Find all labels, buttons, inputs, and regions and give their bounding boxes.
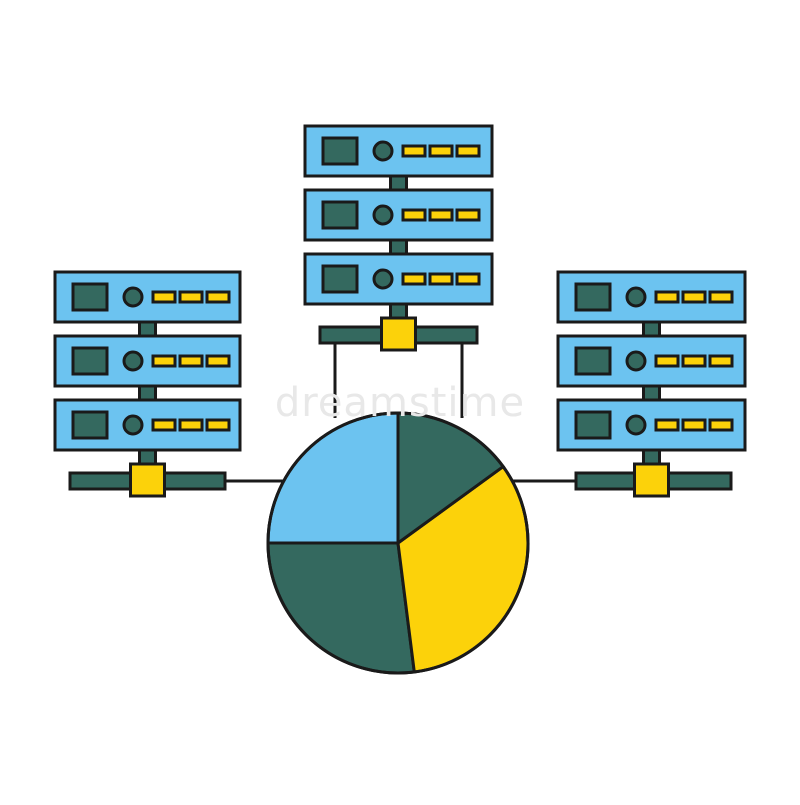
status-light-icon: [401, 272, 427, 286]
server-rack-icon: [53, 270, 242, 498]
status-light-icon: [455, 272, 481, 286]
power-button-icon: [372, 204, 394, 226]
server-unit: [53, 398, 242, 452]
status-light-icon: [428, 272, 454, 286]
drive-bay-icon: [71, 410, 109, 440]
status-light-icon: [654, 290, 680, 304]
status-light-icon: [178, 354, 204, 368]
drive-bay-icon: [574, 282, 612, 312]
power-button-icon: [122, 286, 144, 308]
power-button-icon: [122, 414, 144, 436]
connector-block-icon: [633, 462, 670, 498]
power-button-icon: [625, 350, 647, 372]
pie-chart-icon: [266, 411, 530, 675]
status-light-icon: [205, 354, 231, 368]
status-light-icon: [178, 290, 204, 304]
drive-bay-icon: [321, 200, 359, 230]
power-button-icon: [372, 140, 394, 162]
server-unit: [53, 270, 242, 324]
status-light-icon: [428, 144, 454, 158]
status-light-icon: [151, 290, 177, 304]
drive-bay-icon: [574, 346, 612, 376]
status-light-icon: [708, 354, 734, 368]
status-light-icon: [205, 418, 231, 432]
status-light-icon: [681, 354, 707, 368]
server-unit: [53, 334, 242, 388]
status-light-icon: [708, 290, 734, 304]
server-unit: [303, 188, 494, 242]
status-light-icon: [681, 290, 707, 304]
drive-bay-icon: [321, 264, 359, 294]
status-light-icon: [151, 418, 177, 432]
power-button-icon: [372, 268, 394, 290]
status-light-icon: [654, 354, 680, 368]
power-button-icon: [625, 414, 647, 436]
power-button-icon: [122, 350, 144, 372]
server-unit: [303, 252, 494, 306]
server-rack-icon: [303, 124, 494, 352]
server-unit: [556, 398, 747, 452]
status-light-icon: [178, 418, 204, 432]
connector-block-icon: [129, 462, 166, 498]
pie-outline: [266, 411, 530, 675]
status-light-icon: [654, 418, 680, 432]
pie-slice-2: [266, 541, 416, 675]
server-rack-icon: [556, 270, 747, 498]
status-light-icon: [151, 354, 177, 368]
drive-bay-icon: [71, 346, 109, 376]
server-unit: [303, 124, 494, 178]
status-light-icon: [455, 144, 481, 158]
status-light-icon: [205, 290, 231, 304]
server-racks: [53, 124, 747, 498]
status-light-icon: [708, 418, 734, 432]
power-button-icon: [625, 286, 647, 308]
connector-block-icon: [380, 316, 417, 352]
watermark-text: dreamstime: [274, 380, 526, 426]
drive-bay-icon: [321, 136, 359, 166]
server-unit: [556, 334, 747, 388]
drive-bay-icon: [71, 282, 109, 312]
drive-bay-icon: [574, 410, 612, 440]
pie-slice-1: [266, 411, 400, 545]
status-light-icon: [401, 144, 427, 158]
status-light-icon: [401, 208, 427, 222]
server-unit: [556, 270, 747, 324]
status-light-icon: [681, 418, 707, 432]
status-light-icon: [455, 208, 481, 222]
status-light-icon: [428, 208, 454, 222]
